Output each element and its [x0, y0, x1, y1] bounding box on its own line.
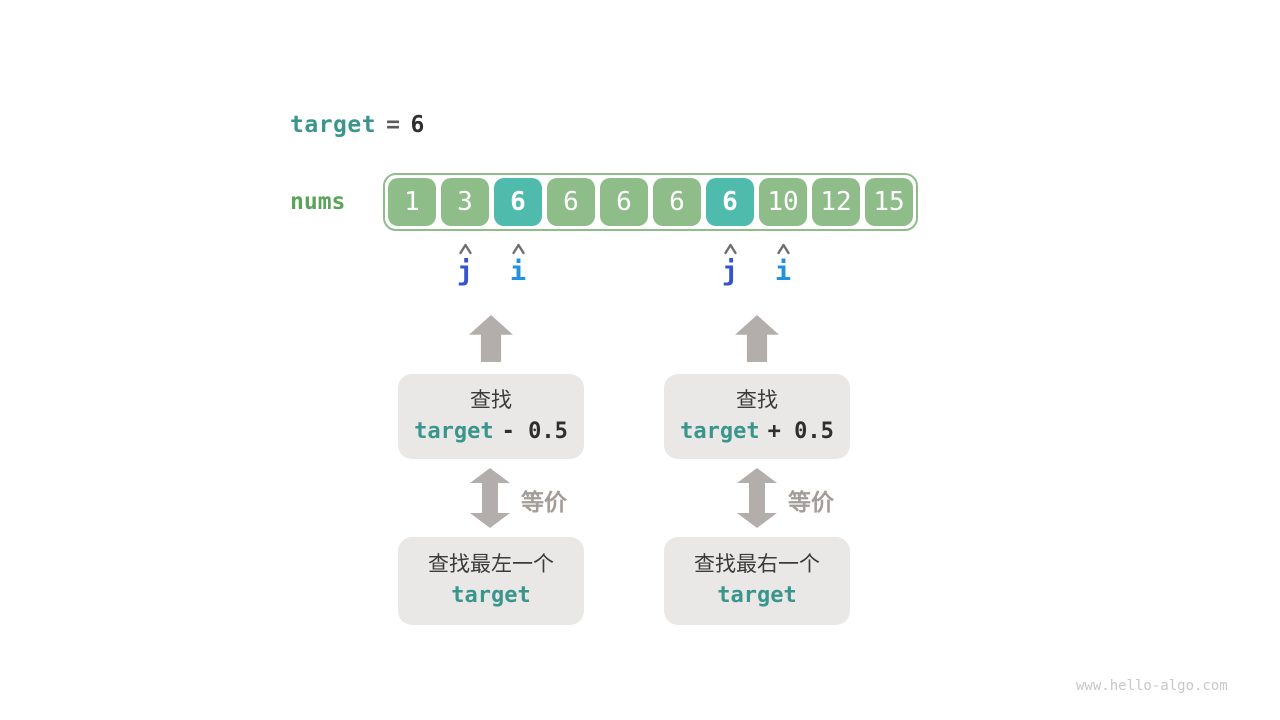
pointer-j-left: j: [445, 243, 485, 287]
pointer-i-left: i: [498, 243, 538, 287]
search-box-left: 查找 target - 0.5: [398, 374, 584, 459]
result-keyword-line: target: [717, 580, 796, 612]
pointer-label-i: i: [509, 256, 527, 287]
nums-label: nums: [290, 189, 346, 215]
caret-up-icon: [511, 243, 525, 255]
target-keyword: target: [717, 583, 797, 608]
result-box-left: 查找最左一个 target: [398, 537, 584, 625]
array-cell: 6: [600, 178, 648, 226]
caret-up-icon: [458, 243, 472, 255]
search-text: 查找: [736, 388, 778, 412]
search-text: 查找: [470, 388, 512, 412]
array-cell: 10: [759, 178, 807, 226]
up-arrow-icon-right: [735, 315, 779, 362]
search-box-right: 查找 target + 0.5: [664, 374, 850, 459]
array-cell: 12: [812, 178, 860, 226]
double-arrow-icon-right: [737, 468, 777, 528]
pointer-label-j: j: [721, 256, 739, 287]
caret-up-icon: [776, 243, 790, 255]
search-expression: target - 0.5: [414, 416, 568, 448]
array-cell: 3: [441, 178, 489, 226]
result-text: 查找最右一个: [694, 553, 820, 576]
caret-up-icon: [723, 243, 737, 255]
target-keyword: target: [451, 583, 531, 608]
array-cell: 15: [865, 178, 913, 226]
result-keyword-line: target: [451, 580, 530, 612]
expression-operator: - 0.5: [501, 418, 568, 444]
result-box-right: 查找最右一个 target: [664, 537, 850, 625]
nums-array: 1 3 6 6 6 6 6 10 12 15: [383, 173, 918, 231]
search-expression: target + 0.5: [680, 416, 834, 448]
target-keyword: target: [414, 418, 494, 444]
array-cell: 1: [388, 178, 436, 226]
array-cell-highlighted: 6: [494, 178, 542, 226]
target-keyword: target: [680, 418, 760, 444]
equivalence-label-right: 等价: [788, 489, 834, 515]
target-keyword: target: [290, 112, 377, 138]
array-cell: 6: [653, 178, 701, 226]
array-cell-highlighted: 6: [706, 178, 754, 226]
pointer-label-i: i: [774, 256, 792, 287]
double-arrow-icon-left: [470, 468, 510, 528]
array-cell: 6: [547, 178, 595, 226]
target-assignment: target = 6: [290, 112, 425, 138]
pointer-label-j: j: [456, 256, 474, 287]
equivalence-label-left: 等价: [521, 489, 567, 515]
pointer-i-right: i: [763, 243, 803, 287]
pointer-j-right: j: [710, 243, 750, 287]
up-arrow-icon-left: [469, 315, 513, 362]
target-value: 6: [410, 112, 425, 138]
expression-operator: + 0.5: [767, 418, 834, 444]
equals-sign: =: [386, 112, 401, 138]
watermark-url: www.hello-algo.com: [1076, 678, 1228, 694]
result-text: 查找最左一个: [428, 553, 554, 576]
